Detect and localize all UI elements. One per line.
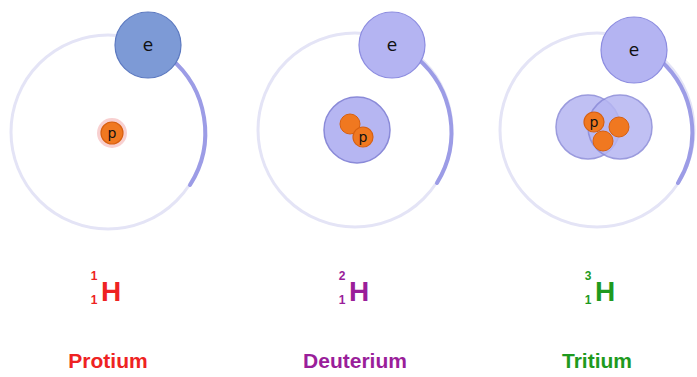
- proton-circle: [353, 127, 373, 147]
- electron: e: [358, 11, 426, 79]
- electron: e: [600, 16, 668, 84]
- electron-circle: [359, 12, 425, 78]
- element-symbol: H: [101, 278, 121, 306]
- mass-number: 1: [91, 270, 98, 282]
- nucleus: [588, 95, 652, 159]
- proton: p: [583, 111, 605, 133]
- mass-number: 2: [339, 270, 346, 282]
- electron: e: [114, 11, 182, 79]
- atomic-number: 1: [339, 294, 346, 306]
- proton-symbol: p: [108, 126, 117, 140]
- electron-symbol: e: [387, 37, 397, 54]
- isotope-name: Tritium: [562, 350, 632, 371]
- proton-glow: [97, 118, 127, 148]
- nucleus: [324, 97, 390, 163]
- element-symbol: H: [595, 278, 615, 306]
- orbit: [258, 33, 452, 227]
- atomic-number: 1: [91, 294, 98, 306]
- electron-symbol: e: [143, 37, 153, 54]
- electron-symbol: e: [629, 42, 639, 59]
- isotope-name: Deuterium: [303, 350, 407, 371]
- isotope-name: Protium: [68, 350, 147, 371]
- proton-symbol: p: [590, 115, 599, 129]
- proton: p: [100, 121, 124, 145]
- orbit-trail: [417, 58, 451, 183]
- orbit-trail: [660, 60, 692, 183]
- proton-circle: [584, 112, 604, 132]
- mass-number: 3: [585, 270, 592, 282]
- proton: p: [352, 126, 374, 148]
- element-symbol: H: [349, 278, 369, 306]
- proton-circle: [101, 122, 123, 144]
- neutron: [609, 117, 629, 137]
- orbit: [11, 35, 205, 229]
- proton-symbol: p: [359, 130, 368, 144]
- electron-circle: [601, 17, 667, 83]
- neutron: [593, 131, 613, 151]
- orbit-trail: [170, 58, 205, 185]
- atomic-number: 1: [585, 294, 592, 306]
- electron-circle: [115, 12, 181, 78]
